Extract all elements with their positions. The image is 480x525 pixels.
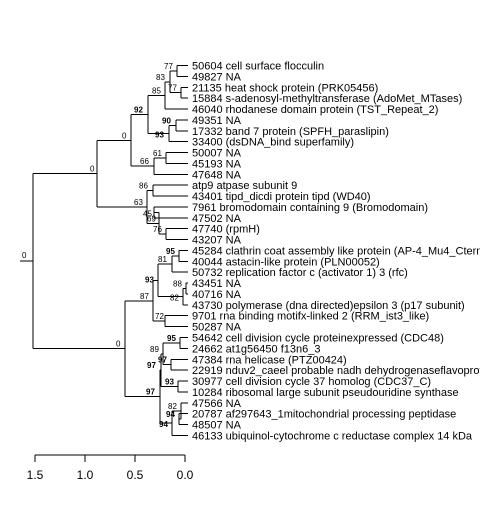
leaf-label: 46040 rhodanese domain protein (TST_Repe… — [192, 104, 438, 116]
leaf-label: 43401 tipd_dicdi protein tipd (WD40) — [192, 191, 371, 203]
bootstrap-value: 90 — [162, 116, 171, 125]
leaf-label: 43730 polymerase (dna directed)epsilon 3… — [192, 300, 465, 312]
bootstrap-value: 69 — [147, 214, 156, 223]
leaf-label: 50604 cell surface flocculin — [192, 61, 324, 73]
bootstrap-value: 97 — [146, 388, 155, 397]
bootstrap-value: 93 — [155, 131, 164, 140]
leaf-label: 47648 NA — [192, 169, 242, 181]
bootstrap-value: 82 — [170, 294, 179, 303]
leaf-label: 47384 rna helicase (PTZ00424) — [192, 354, 347, 366]
leaf-label: 49827 NA — [192, 71, 242, 83]
bootstrap-value: 72 — [155, 312, 164, 321]
leaf-label: 43207 NA — [192, 235, 242, 247]
scale-tick-label: 1.0 — [77, 468, 94, 482]
bootstrap-value: 89 — [150, 345, 159, 354]
bootstrap-value: 88 — [173, 280, 182, 289]
leaf-label: 10284 ribosomal large subunit pseudourid… — [192, 387, 459, 399]
bootstrap-value: 83 — [156, 73, 165, 82]
bootstrap-value: 82 — [168, 402, 177, 411]
bootstrap-labels: 7783778592909306166086636945769581888293… — [22, 62, 182, 429]
bootstrap-value: 94 — [159, 420, 168, 429]
leaf-label: 30977 cell division cycle 37 homolog (CD… — [192, 376, 431, 388]
bootstrap-value: 66 — [140, 157, 149, 166]
leaf-label: 21135 heat shock protein (PRK05456) — [192, 82, 378, 94]
leaf-label: atp9 atpase subunit 9 — [192, 180, 297, 192]
bootstrap-value: 86 — [139, 182, 148, 191]
bootstrap-value: 97 — [158, 356, 167, 365]
bootstrap-value: 93 — [165, 377, 174, 386]
bootstrap-value: 0 — [116, 340, 121, 349]
leaf-label: 50287 NA — [192, 322, 242, 334]
leaf-label: 50007 NA — [192, 148, 242, 160]
leaf-label: 45193 NA — [192, 158, 242, 170]
scale-axis: 1.5 1.0 0.5 0.0 — [27, 454, 194, 482]
leaf-label: 24662 at1g56450 f13n6_3 — [192, 343, 320, 355]
bootstrap-value: 0 — [90, 165, 95, 174]
bootstrap-value: 92 — [134, 105, 143, 114]
bootstrap-value: 63 — [134, 198, 143, 207]
leaf-label: 33400 (dsDNA_bind superfamily) — [192, 137, 354, 149]
leaf-label: 22919 nduv2_caeel probable nadh dehydrog… — [192, 365, 480, 377]
leaf-label: 7961 bromodomain containing 9 (Bromodoma… — [192, 202, 428, 214]
leaf-label: 15884 s-adenosyl-methyltransferase (AdoM… — [192, 93, 462, 105]
bootstrap-value: 77 — [164, 62, 173, 71]
scale-tick-label: 0.5 — [127, 468, 144, 482]
bootstrap-value: 87 — [140, 292, 149, 301]
leaf-label: 49351 NA — [192, 115, 242, 127]
bootstrap-value: 94 — [166, 410, 175, 419]
bootstrap-value: 77 — [168, 84, 177, 93]
leaf-label: 40044 astacin-like protein (PLN00052) — [192, 256, 380, 268]
leaf-label: 20787 af297643_1mitochondrial processing… — [192, 409, 456, 421]
bootstrap-value: 81 — [158, 255, 167, 264]
tree-branches — [20, 65, 188, 436]
scale-tick-label: 0.0 — [177, 468, 194, 482]
bootstrap-value: 85 — [152, 86, 161, 95]
leaf-label: 45284 clathrin coat assembly like protei… — [192, 245, 480, 257]
leaf-label: 9701 rna binding motifx-linked 2 (RRM_is… — [192, 311, 429, 323]
leaf-label: 40716 NA — [192, 289, 242, 301]
scale-tick-label: 1.5 — [27, 468, 44, 482]
bootstrap-value: 97 — [147, 361, 156, 370]
leaf-label: 47502 NA — [192, 213, 242, 225]
bootstrap-value: 0 — [122, 131, 127, 140]
leaf-label: 43451 NA — [192, 278, 242, 290]
bootstrap-value: 45 — [143, 209, 152, 218]
leaf-label: 17332 band 7 protein (SPFH_paraslipin) — [192, 126, 389, 138]
bootstrap-value: 76 — [153, 225, 162, 234]
leaf-label: 48507 NA — [192, 420, 242, 432]
leaf-label: 50732 replication factor c (activator 1)… — [192, 267, 408, 279]
root-label: 0 — [22, 251, 27, 260]
bootstrap-value: 93 — [145, 275, 154, 284]
leaf-label: 54642 cell division cycle proteinexpress… — [192, 333, 444, 345]
bootstrap-value: 61 — [153, 149, 162, 158]
bootstrap-value: 95 — [166, 247, 175, 256]
bootstrap-value: 95 — [167, 334, 176, 343]
leaf-label: 47740 (rpmH) — [192, 224, 260, 236]
leaf-label: 47566 NA — [192, 398, 242, 410]
leaf-label: 46133 ubiquinol-cytochrome c reductase c… — [192, 430, 473, 442]
